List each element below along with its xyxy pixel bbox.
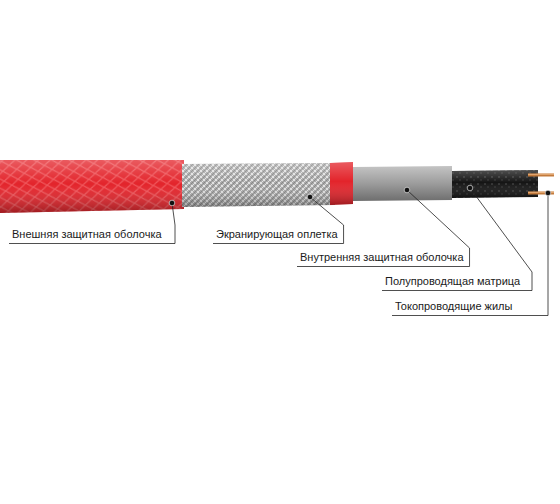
part-label: Экранирующая оплетка [216, 228, 338, 241]
leader-dot [404, 187, 410, 193]
semiconductive-matrix [452, 170, 538, 198]
part-label: Внешняя защитная оболочка [12, 228, 162, 241]
leader-dot [307, 194, 313, 200]
leader-line [382, 188, 532, 291]
part-label: Токопроводящие жилы [395, 300, 512, 313]
leader-line [213, 197, 344, 244]
leader-dot [467, 185, 473, 191]
part-label: Внутренняя защитная оболочка [300, 251, 464, 264]
leader-line [9, 203, 175, 244]
part-label: Полупроводящая матрица [385, 275, 520, 288]
outer-sheath [0, 160, 184, 213]
shielding-braid [182, 163, 335, 207]
leader-dot [169, 200, 175, 206]
conductor-wires [528, 174, 554, 193]
red-band [330, 162, 353, 205]
leader-dot [545, 190, 551, 196]
inner-sheath [353, 166, 452, 201]
